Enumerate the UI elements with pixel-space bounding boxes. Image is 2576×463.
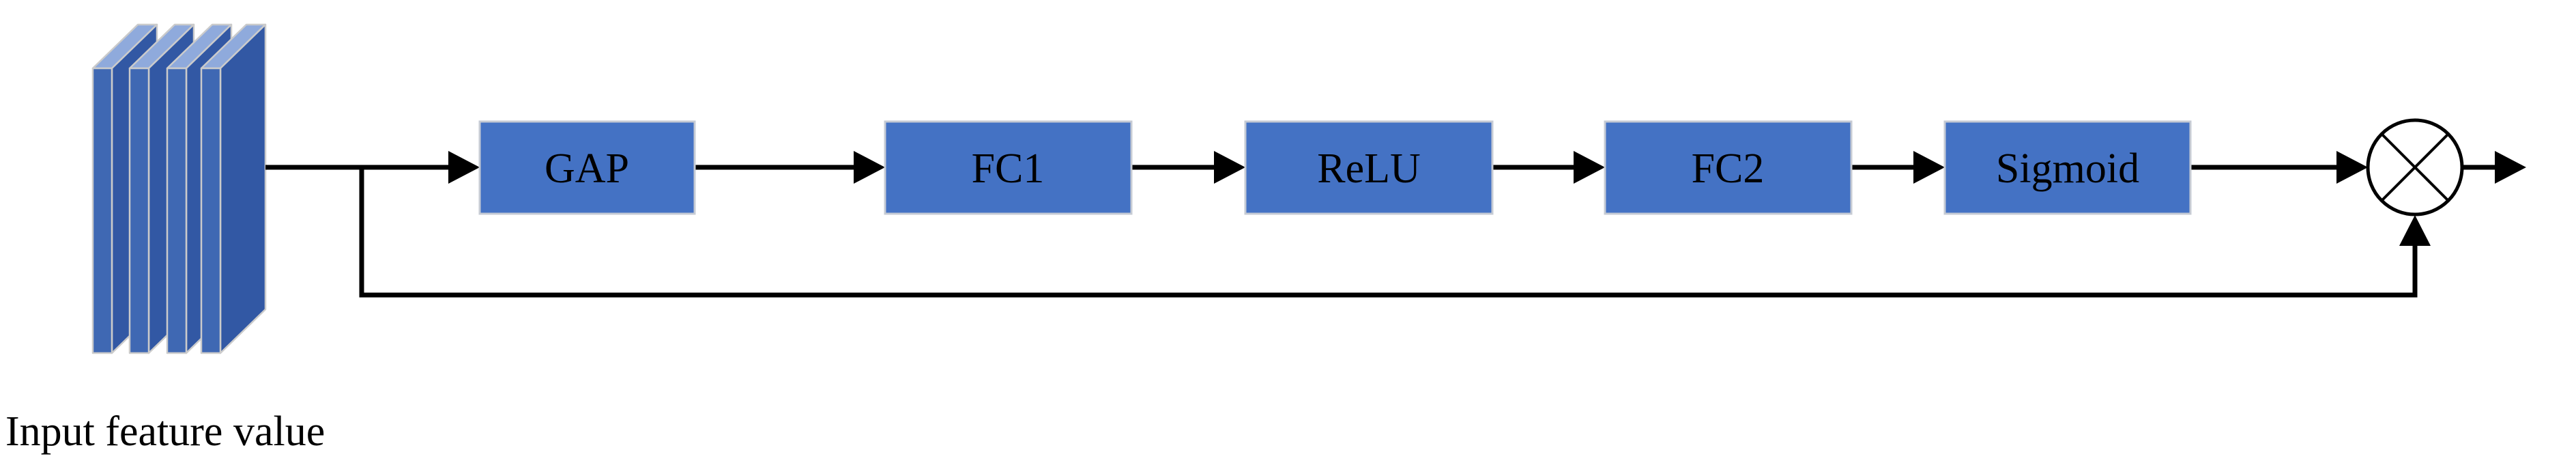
node-box	[884, 120, 1133, 215]
node-label: Sigmoid	[1996, 145, 2139, 192]
arrowhead-output	[2495, 151, 2526, 184]
multiply-cross-line	[2380, 132, 2450, 202]
node-label: FC1	[972, 145, 1045, 192]
arrowhead-into-gap	[448, 151, 480, 184]
node-box	[478, 120, 696, 215]
process-nodes: GAP FC1 ReLU FC2 Sigmoid	[478, 120, 2192, 215]
node-box	[1244, 120, 1494, 215]
arrowhead-into-fc1	[854, 151, 885, 184]
slab-side-face	[219, 23, 267, 354]
arrowhead-skip-into-multiply	[2399, 215, 2431, 246]
node-label: GAP	[545, 145, 629, 192]
flow-connectors	[265, 165, 2496, 298]
arrowheads	[448, 151, 2526, 246]
node-label: ReLU	[1317, 145, 1421, 192]
arrowhead-into-fc2	[1574, 151, 1605, 184]
node-fc1: FC1	[884, 120, 1133, 215]
arrowhead-into-relu	[1214, 151, 1245, 184]
node-gap: GAP	[478, 120, 696, 215]
input-feature-label: Input feature value	[5, 408, 325, 455]
node-relu: ReLU	[1244, 120, 1494, 215]
element-wise-multiply-icon	[2366, 118, 2464, 216]
arrowhead-into-sigmoid	[1913, 151, 1945, 184]
node-label: FC2	[1692, 145, 1765, 192]
slab-front-face	[200, 67, 222, 354]
slab-front-face	[128, 67, 150, 354]
node-box	[1943, 120, 2192, 215]
slab-front-face	[91, 67, 113, 354]
input-feature-maps	[91, 23, 267, 354]
node-fc2: FC2	[1604, 120, 1853, 215]
node-sigmoid: Sigmoid	[1943, 120, 2192, 215]
skip-connection-line	[359, 167, 2418, 298]
slab-front-face	[166, 67, 188, 354]
arrowhead-into-multiply	[2336, 151, 2368, 184]
node-box	[1604, 120, 1853, 215]
feature-map-slab	[200, 23, 267, 354]
